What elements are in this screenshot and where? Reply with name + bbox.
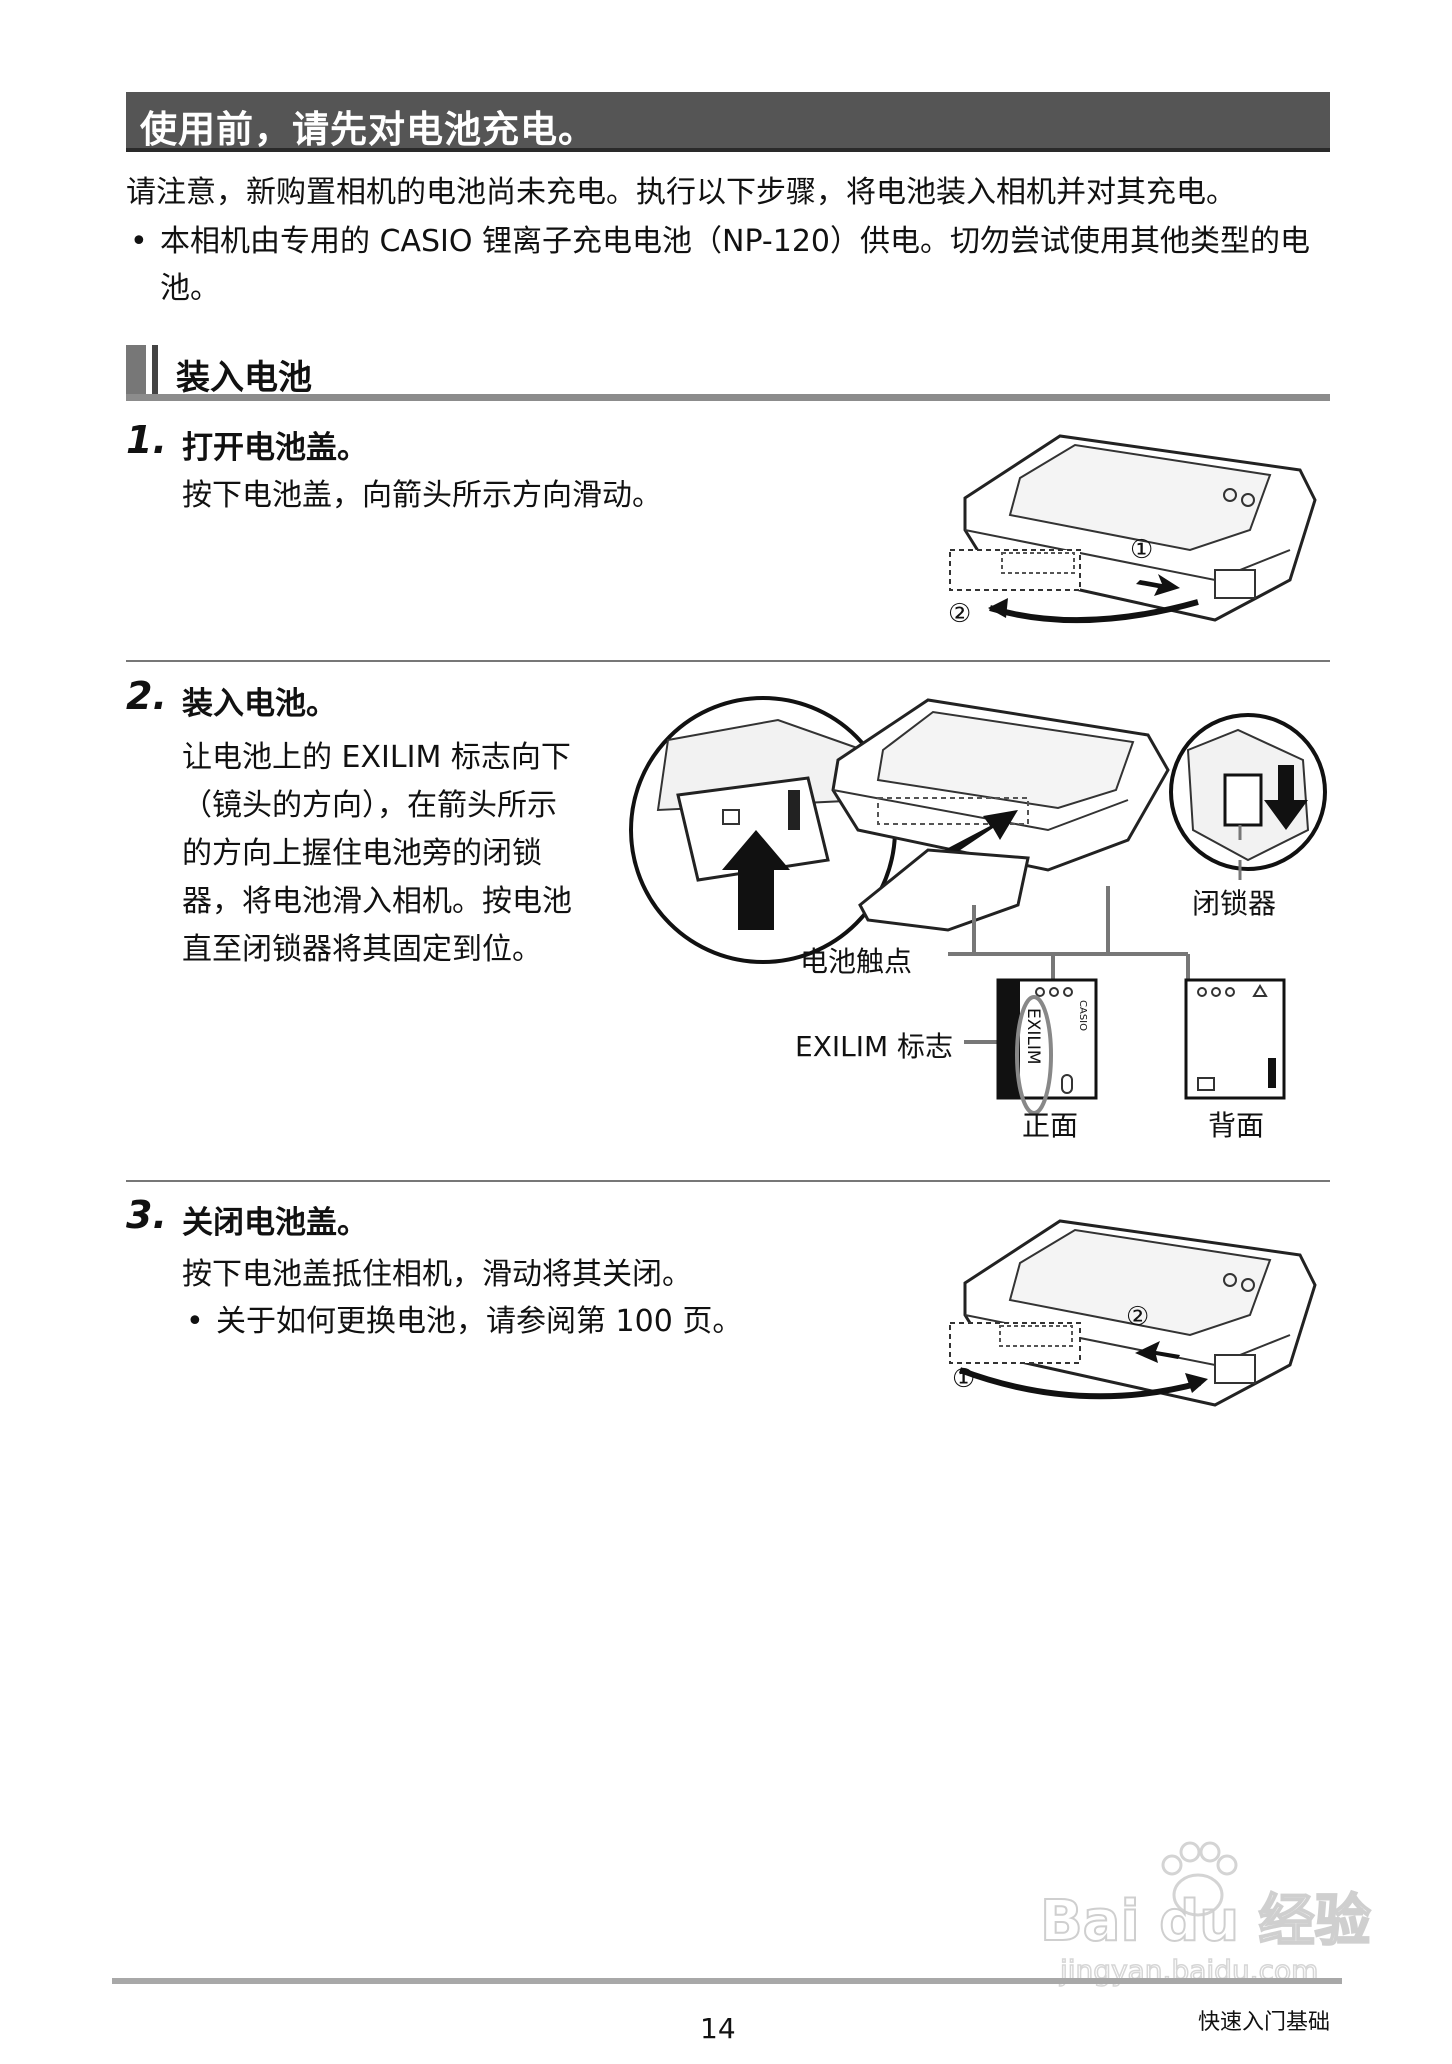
step-3-body: 按下电池盖抵住相机，滑动将其关闭。 (182, 1257, 692, 1292)
section-marker (126, 345, 146, 395)
step-3-bullet-text: 关于如何更换电池，请参阅第 100 页。 (216, 1304, 743, 1339)
bullet-dot: • (186, 1304, 204, 1339)
step-1-number: 1. (126, 418, 167, 462)
front-label: 正面 (1022, 1109, 1079, 1142)
bullet-dot: • (130, 224, 148, 259)
step-2-body-line1: 让电池上的 EXILIM 标志向下 (182, 740, 571, 775)
intro-bullet-line1: 本相机由专用的 CASIO 锂离子充电电池（NP-120）供电。切勿尝试使用其他… (160, 224, 1311, 259)
footer-section-label: 快速入门基础 (1198, 2010, 1331, 2035)
section-rule (126, 394, 1330, 401)
open-cover-illustration: ① ② (948, 434, 1317, 629)
chapter-banner: 使用前，请先对电池充电。 (126, 92, 1330, 152)
watermark-brand: Bai du 经验 (1040, 1889, 1371, 1954)
step-1-body: 按下电池盖，向箭头所示方向滑动。 (182, 478, 662, 513)
chapter-title: 使用前，请先对电池充电。 (140, 108, 596, 151)
step-3-number: 3. (126, 1193, 167, 1237)
casio-brand-text: CASIO (1077, 1000, 1088, 1031)
intro-text: 请注意，新购置相机的电池尚未充电。执行以下步骤，将电池装入相机并对其充电。 (126, 175, 1236, 210)
marker-2: ② (948, 599, 971, 629)
step-3-title: 关闭电池盖。 (182, 1205, 368, 1241)
step-2-title: 装入电池。 (182, 686, 337, 722)
step-2-body-line3: 的方向上握住电池旁的闭锁 (182, 836, 542, 871)
latch-label: 闭锁器 (1192, 887, 1277, 920)
step-2-number: 2. (126, 674, 167, 718)
marker-2: ② (1126, 1302, 1149, 1332)
intro-bullet-line2: 池。 (160, 271, 220, 306)
marker-1: ① (952, 1364, 975, 1394)
section-marker-thin (152, 345, 158, 395)
step-2-body-line4: 器，将电池滑入相机。按电池 (182, 884, 572, 919)
exilim-logo-label: EXILIM 标志 (795, 1030, 954, 1063)
section-title: 装入电池 (176, 358, 312, 398)
step-2-body-line2: （镜头的方向），在箭头所示 (182, 788, 557, 823)
divider (126, 660, 1330, 662)
divider (126, 1180, 1330, 1182)
baidu-watermark: Bai du 经验 jingyan.baidu.com (1039, 1841, 1372, 1988)
back-label: 背面 (1208, 1109, 1265, 1142)
contacts-label: 电池触点 (800, 945, 913, 978)
step-1-title: 打开电池盖。 (182, 430, 368, 466)
footer-rule (112, 1978, 1342, 1984)
exilim-logo-text: EXILIM (1023, 1008, 1043, 1065)
marker-1: ① (1130, 535, 1153, 565)
close-cover-illustration: ② ① (949, 1219, 1317, 1407)
insert-battery-illustration: EXILIM CASIO (629, 696, 1327, 1115)
page-number: 14 (700, 2012, 736, 2045)
step-2-body-line5: 直至闭锁器将其固定到位。 (182, 932, 542, 967)
